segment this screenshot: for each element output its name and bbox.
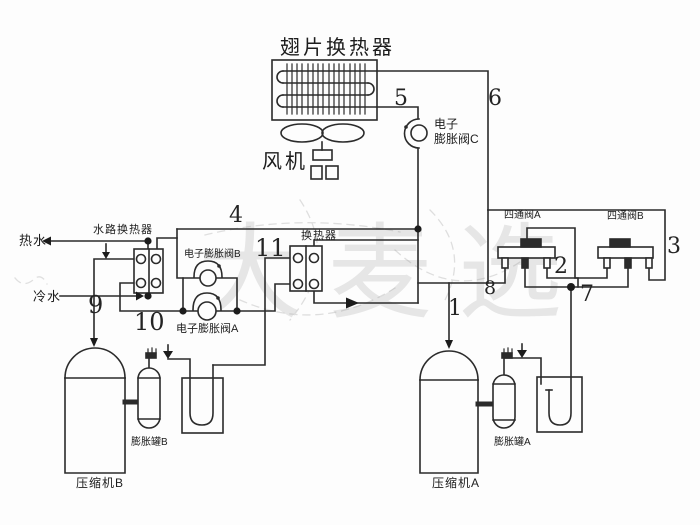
- pipe-number-8: 8: [484, 277, 497, 299]
- label-eev-b: 电子膨胀阀B: [184, 249, 241, 260]
- label-compressor-a: 压缩机A: [432, 476, 481, 490]
- compressor-b-symbol: [64, 347, 141, 474]
- expansion-tank-a-symbol: [492, 343, 523, 429]
- eev-a-symbol: [192, 292, 222, 321]
- label-water-heat-exchanger: 水路换热器: [93, 224, 153, 236]
- pipe-number-7: 7: [580, 282, 594, 307]
- fan-symbol: [280, 123, 365, 180]
- label-hot-water: 热水: [19, 233, 48, 248]
- pipe-number-1: 1: [448, 296, 462, 321]
- pipe-number-5: 5: [394, 86, 408, 111]
- pipe-network: [45, 70, 666, 426]
- label-four-way-valve-a: 四通阀A: [504, 210, 541, 221]
- label-fin-heat-exchanger: 翅片换热器: [280, 37, 395, 59]
- pipe-number-3: 3: [667, 234, 681, 259]
- label-eev-c: 电子 膨胀阀C: [434, 117, 479, 146]
- label-compressor-b: 压缩机B: [76, 476, 125, 490]
- expansion-tank-b-symbol: [137, 344, 169, 429]
- pipe-number-11: 11: [255, 234, 286, 262]
- accumulator-b-symbol: [181, 377, 224, 434]
- middle-heat-exchanger-symbol: [289, 245, 323, 292]
- eev-c-symbol: [403, 118, 428, 149]
- label-four-way-valve-b: 四通阀B: [607, 211, 644, 222]
- label-eev-a: 电子膨胀阀A: [176, 323, 239, 335]
- junction-dots: [144, 225, 575, 315]
- pipe-number-4: 4: [229, 203, 243, 228]
- four-way-valve-b-symbol: [597, 238, 654, 269]
- water-heat-exchanger-symbol: [133, 248, 164, 294]
- label-expansion-tank-b: 膨胀罐B: [131, 437, 168, 448]
- label-cold-water: 冷水: [33, 289, 62, 304]
- pipe-number-10: 10: [134, 308, 165, 336]
- pipe-number-2: 2: [554, 254, 568, 279]
- eev-b-symbol: [193, 260, 223, 287]
- compressor-a-symbol: [419, 350, 496, 474]
- pipe-number-9: 9: [88, 291, 104, 319]
- fin-heat-exchanger-symbol: [271, 59, 378, 121]
- label-middle-heat-exchanger: 换热器: [301, 230, 337, 242]
- pipe-number-6: 6: [488, 86, 502, 111]
- flow-arrows: [42, 236, 527, 359]
- label-fan: 风机: [262, 151, 308, 173]
- four-way-valve-a-symbol: [497, 238, 556, 269]
- accumulator-a-symbol: [536, 376, 583, 433]
- label-expansion-tank-a: 膨胀罐A: [494, 437, 531, 448]
